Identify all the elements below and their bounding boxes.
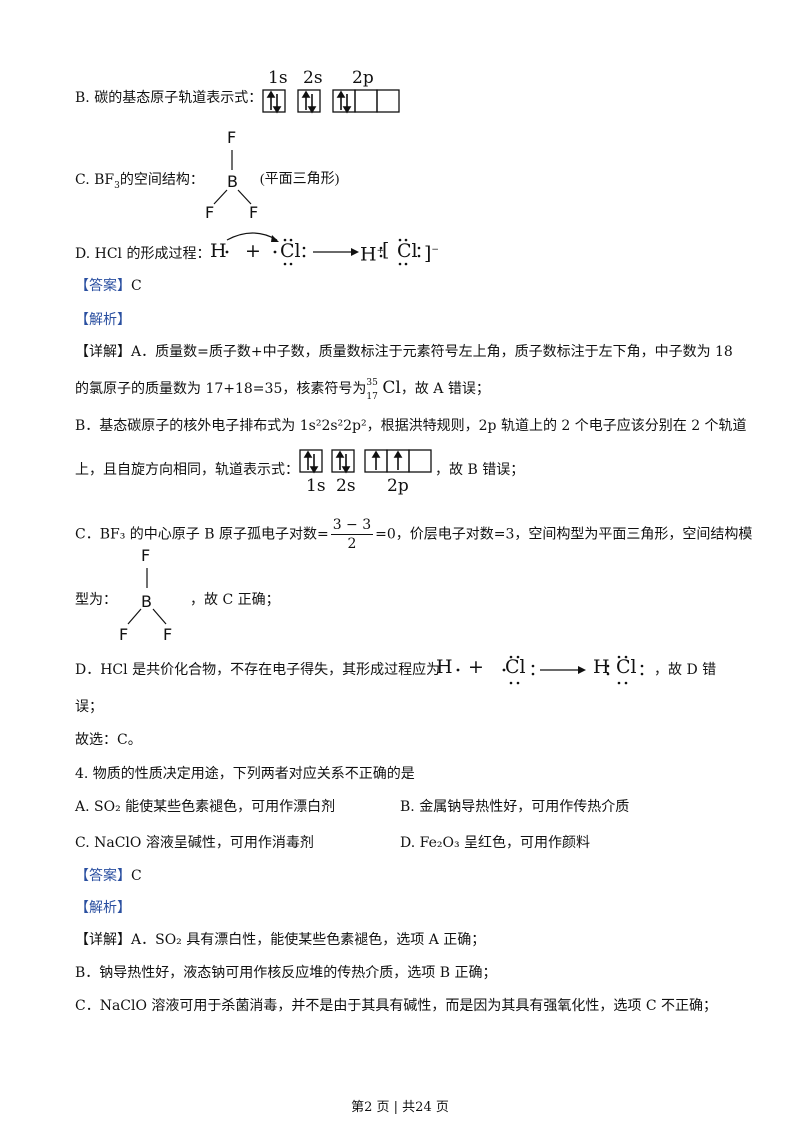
detail-2-line-a: 【详解】A．SO₂ 具有漂白性，能使某些色素褪色，选项 A 正确； <box>75 932 486 948</box>
option-b-label: B. 碳的基态原子轨道表示式： <box>75 90 263 106</box>
label-1s-b: 1s <box>306 476 326 496</box>
detail-1-line-4-post: ，故 B 错误； <box>435 462 525 478</box>
option-d-label: D. HCl 的形成过程： <box>75 246 211 262</box>
atom-f-left: F <box>205 203 215 222</box>
hcl-covalent-process <box>456 655 644 685</box>
q4-option-c: C. NaClO 溶液呈碱性，可用作消毒剂 <box>75 835 314 851</box>
h-cation: H+ <box>360 243 385 266</box>
page-footer: 第2 页 | 共24 页 <box>351 1100 449 1115</box>
atom-h-3: H <box>593 656 610 678</box>
q4-option-d: D. Fe₂O₃ 呈红色，可用作颜料 <box>400 835 591 851</box>
orbital-diagram-correct <box>299 449 432 474</box>
detail-2-line-c: C．NaClO 溶液可用于杀菌消毒，并不是由于其具有碱性，而是因为其具有强氧化性… <box>75 998 718 1014</box>
hcl-ionic-process <box>225 232 421 266</box>
orbital-diagram-wrong <box>262 89 400 114</box>
question-4-stem: 4. 物质的性质决定用途，下列两者对应关系不正确的是 <box>75 766 415 782</box>
right-bracket: ]− <box>424 242 439 265</box>
detail-1-line-6-post: ，故 C 正确； <box>190 592 280 608</box>
label-2p-b: 2p <box>387 476 409 496</box>
label-2s-b: 2s <box>336 476 356 496</box>
atom-cl-anion: Cl <box>397 240 418 262</box>
atom-f-right-2: F <box>163 625 173 644</box>
atom-cl: Cl <box>280 240 301 262</box>
conclusion-1: 故选：C。 <box>75 732 142 748</box>
bf3-structure-option <box>213 150 252 205</box>
answer-2: 【答案】C <box>75 868 142 884</box>
atom-f-top: F <box>227 128 237 147</box>
atom-f-left-2: F <box>119 625 129 644</box>
atom-b: B <box>227 172 238 191</box>
atom-f-right: F <box>249 203 259 222</box>
option-c-label: C. BF3的空间结构： <box>75 172 204 191</box>
plus-sign-2: + <box>468 656 484 678</box>
atom-h-2: H <box>436 656 453 678</box>
label-1s: 1s <box>268 68 288 88</box>
atom-b-2: B <box>141 592 152 611</box>
detail-1-line-8: 误； <box>75 699 103 715</box>
plus-sign: + <box>245 240 261 262</box>
answer-1: 【答案】C <box>75 278 142 294</box>
planar-note: (平面三角形) <box>260 172 340 187</box>
detail-1-line-1: 【详解】A．质量数=质子数+中子数，质量数标注于元素符号左上角，质子数标注于左下… <box>75 344 733 360</box>
detail-1-line-7-post: ，故 D 错 <box>654 662 717 678</box>
label-2p: 2p <box>352 68 374 88</box>
detail-1-line-7-pre: D．HCl 是共价化合物，不存在电子得失，其形成过程应为 <box>75 662 441 678</box>
detail-1-line-3: B．基态碳原子的核外电子排布式为 1s²2s²2p²，根据洪特规则，2p 轨道上… <box>75 418 747 434</box>
atom-h: H <box>210 240 227 262</box>
detail-1-line-6-pre: 型为： <box>75 592 117 608</box>
label-2s: 2s <box>303 68 323 88</box>
detail-2-line-b: B．钠导热性好，液态钠可用作核反应堆的传热介质，选项 B 正确； <box>75 965 497 981</box>
detail-1-line-4-pre: 上，且自旋方向相同，轨道表示式： <box>75 462 299 478</box>
atom-cl-2: Cl <box>505 656 526 678</box>
q4-option-a: A. SO₂ 能使某些色素褪色，可用作漂白剂 <box>75 799 336 815</box>
atom-cl-3: Cl <box>616 656 637 678</box>
bf3-structure-analysis <box>127 568 167 625</box>
atom-f-top-2: F <box>141 546 151 565</box>
analysis-1: 【解析】 <box>75 312 131 328</box>
q4-option-b: B. 金属钠导热性好，可用作传热介质 <box>400 799 630 815</box>
left-bracket: [ <box>382 239 390 261</box>
analysis-2: 【解析】 <box>75 900 131 916</box>
